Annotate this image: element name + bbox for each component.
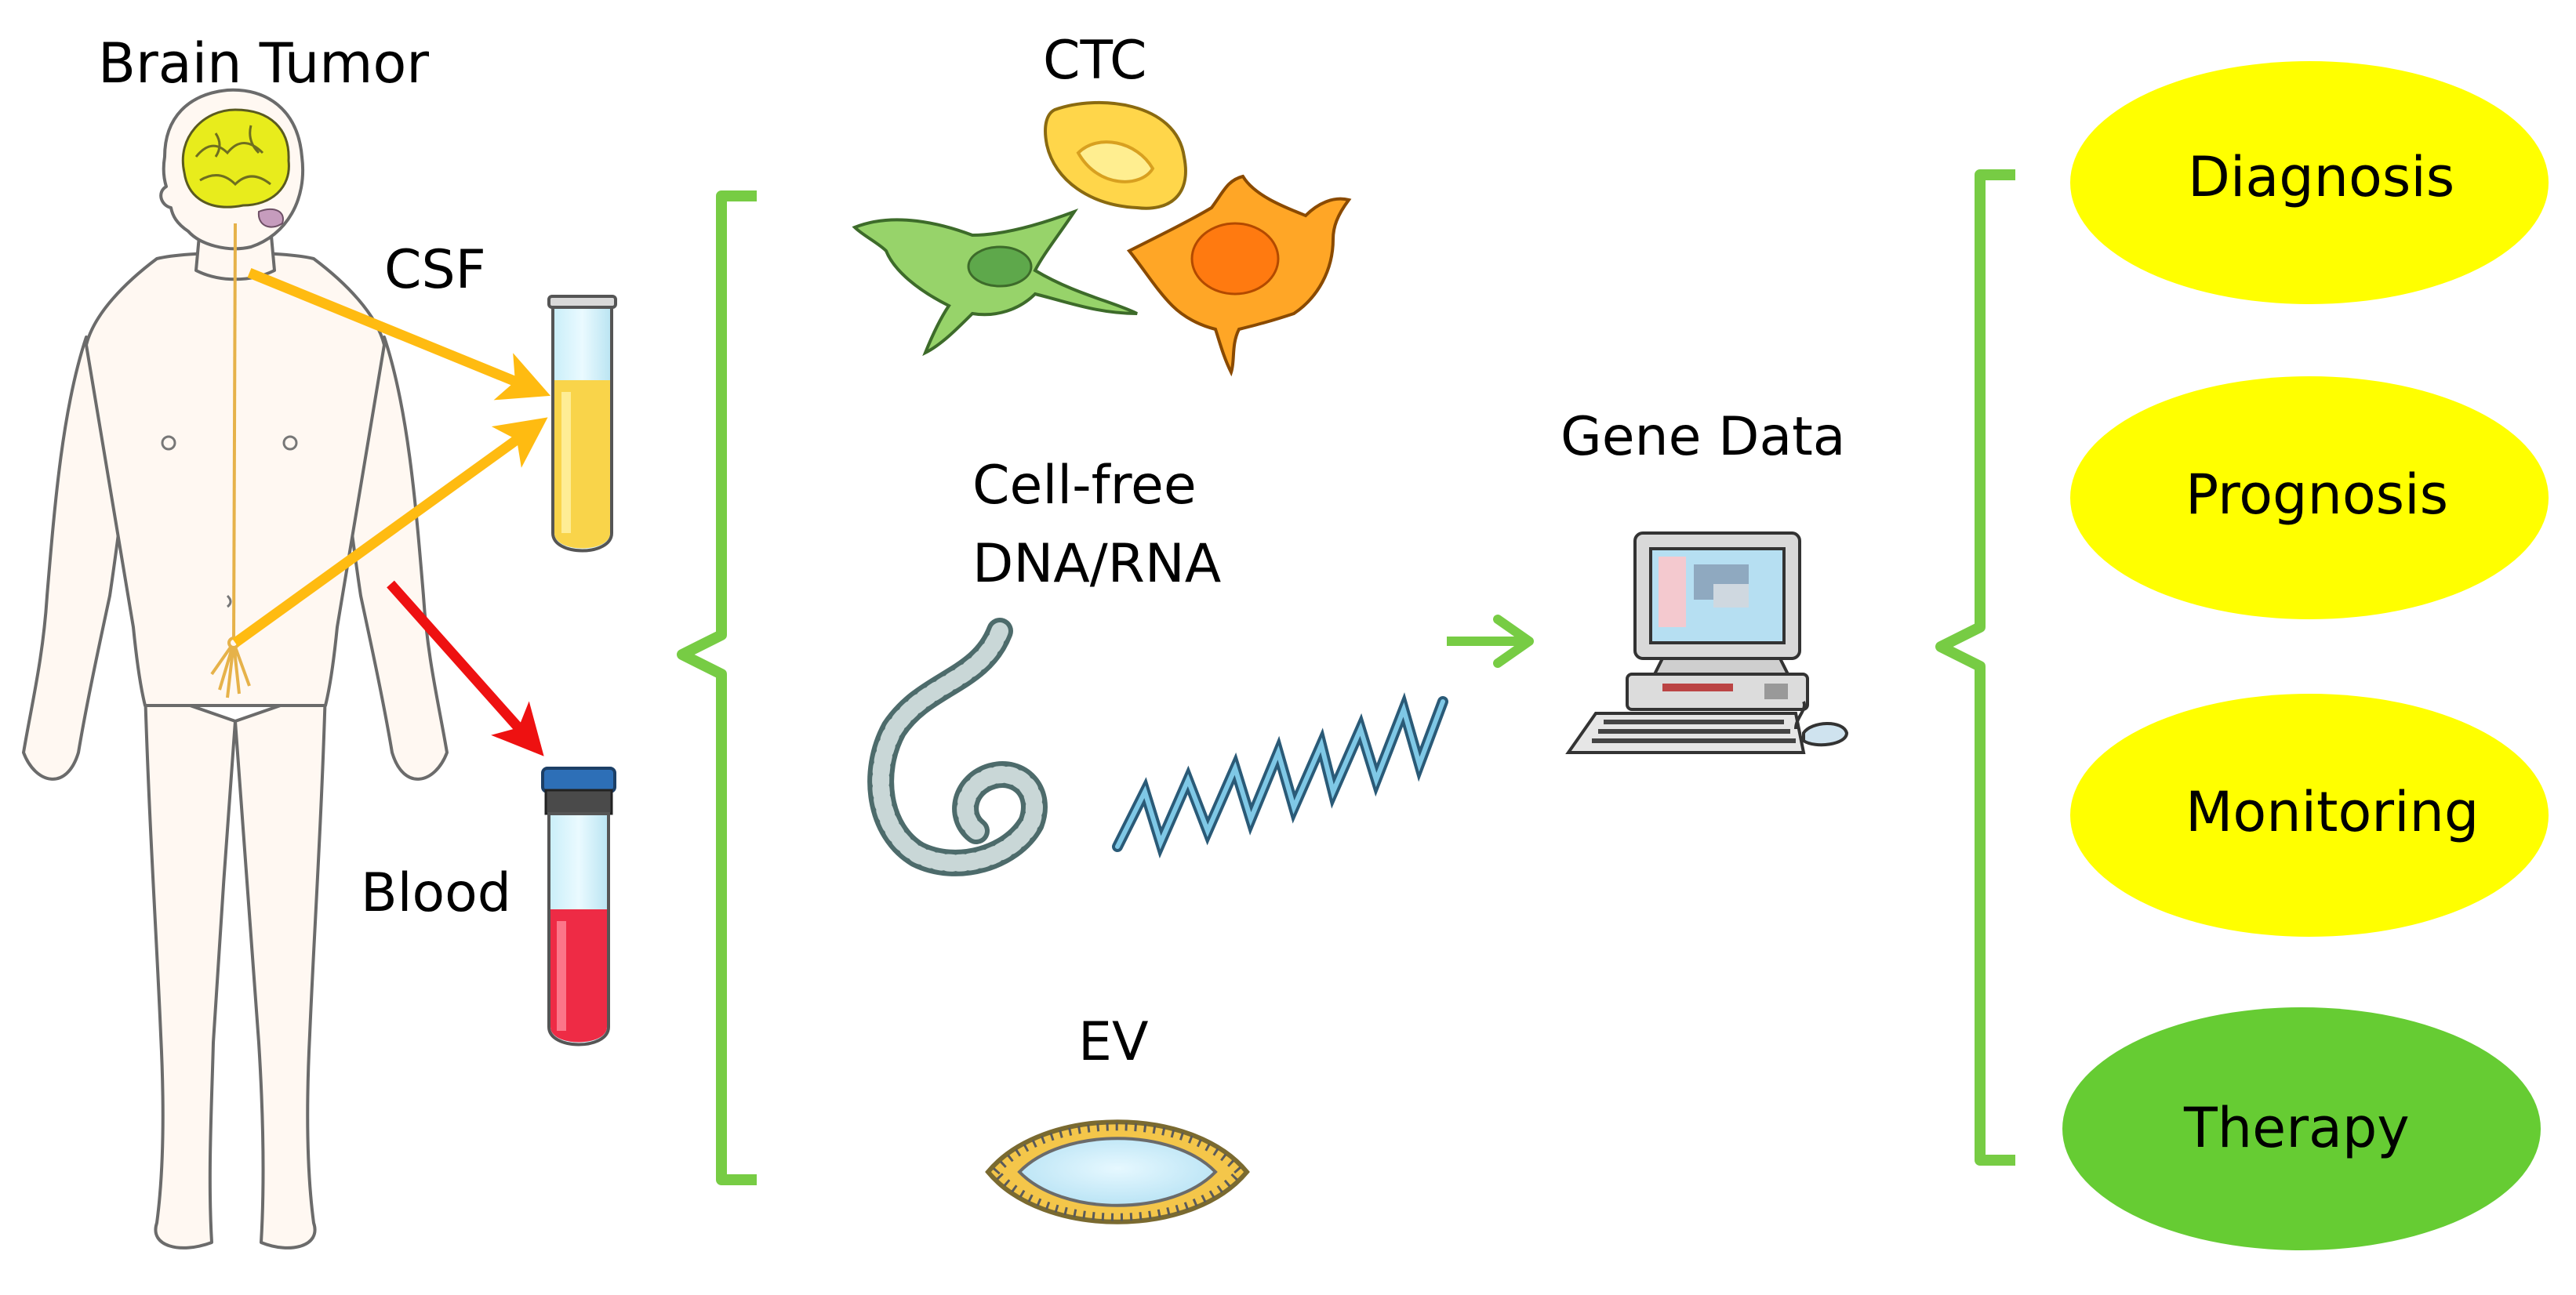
label-ctc: CTC [1043, 30, 1147, 92]
arrow-spine-to-csf [232, 417, 548, 648]
outcome-ellipse-diagnosis [2070, 61, 2549, 304]
arrow-body-to-blood [387, 580, 544, 756]
label-cell-free-dna-rna: Cell-free DNA/RNA [972, 455, 1222, 595]
outcome-label-diagnosis: Diagnosis [2188, 145, 2455, 209]
outcome-ellipse-therapy [2062, 1007, 2541, 1250]
left-bracket [677, 190, 757, 1185]
label-blood: Blood [361, 862, 511, 924]
ctc-cells-icon [852, 100, 1352, 377]
label-gene-data: Gene Data [1560, 406, 1846, 468]
csf-tube-icon [547, 295, 617, 553]
label-brain-tumor: Brain Tumor [98, 31, 430, 96]
brain-icon [181, 108, 290, 228]
outcome-label-therapy: Therapy [2184, 1096, 2410, 1160]
label-csf: CSF [384, 239, 486, 301]
outcome-label-monitoring: Monitoring [2185, 780, 2480, 844]
outcome-ellipse-prognosis [2070, 376, 2549, 619]
outcome-ellipse-monitoring [2070, 694, 2549, 937]
right-bracket [1935, 169, 2015, 1166]
outcome-label-prognosis: Prognosis [2185, 462, 2449, 527]
label-ev: EV [1078, 1011, 1149, 1073]
body-details [161, 435, 298, 608]
rna-helix-icon [1112, 692, 1448, 859]
computer-icon [1565, 531, 1849, 754]
blood-tube-icon [541, 767, 616, 1047]
arrow-brain-to-csf [247, 267, 551, 401]
ev-vesicle-icon [985, 1119, 1250, 1224]
dna-helix-icon [867, 618, 1048, 876]
